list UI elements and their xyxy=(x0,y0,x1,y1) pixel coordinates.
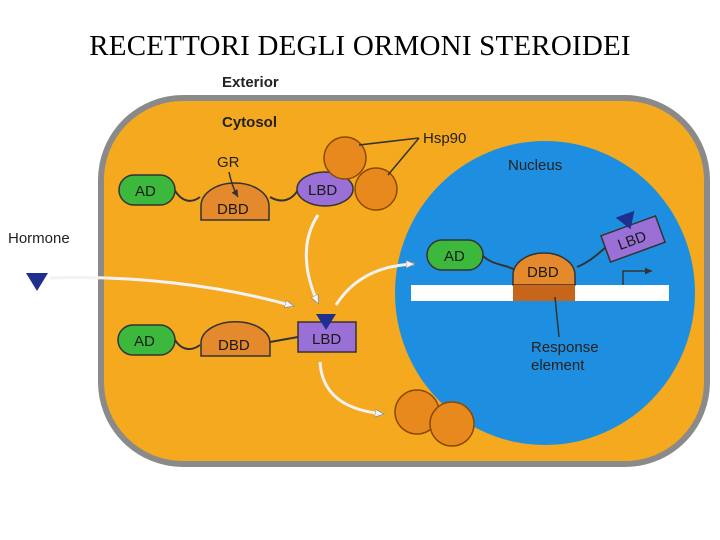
hsp90-release-to-bind-arrow xyxy=(304,214,320,303)
hsp90-pointer-upper xyxy=(358,137,420,146)
hsp90-dissociation-arrow xyxy=(318,361,383,414)
dbd-label-top: DBD xyxy=(217,201,249,218)
ad-label-nuclear: AD xyxy=(444,248,465,265)
hsp90-pointer-lower xyxy=(387,137,420,176)
gr-pointer xyxy=(228,171,239,198)
dbd-label-bound: DBD xyxy=(218,337,250,354)
ad-domain-nuclear xyxy=(426,239,484,271)
response-element-pointer xyxy=(554,296,560,338)
hormone-label: Hormone xyxy=(8,230,70,247)
transcription-arrow xyxy=(622,267,652,285)
nuclear-receptor: AD DBD LBD xyxy=(426,210,667,301)
gr-complex: AD DBD LBD xyxy=(118,136,398,221)
hsp90-circle-upper xyxy=(323,136,367,180)
dbd-domain-bound xyxy=(200,320,271,357)
response-element-label-line2: element xyxy=(531,357,585,374)
slide-title: RECETTORI DEGLI ORMONI STEROIDEI xyxy=(89,30,631,62)
receptor-to-nucleus-arrow xyxy=(334,264,414,306)
hormone-to-receptor-arrow xyxy=(49,275,293,306)
lbd-label-bound: LBD xyxy=(312,331,341,348)
hsp90-label: Hsp90 xyxy=(423,130,466,147)
response-element-highlight xyxy=(513,285,575,301)
hormone-bound-ligand xyxy=(316,314,336,330)
response-element-label-line1: Response xyxy=(531,339,599,356)
exterior-label: Exterior xyxy=(222,74,279,91)
nucleus-label: Nucleus xyxy=(508,157,562,174)
lbd-domain-top xyxy=(296,171,354,207)
dbd-domain-top xyxy=(200,182,270,221)
bound-receptor: AD DBD LBD xyxy=(117,314,357,357)
hsp90-circle-lower xyxy=(354,167,398,211)
ad-label-top: AD xyxy=(135,183,156,200)
ad-domain-bound xyxy=(117,324,176,356)
lbd-label-top: LBD xyxy=(308,182,337,199)
hormone-nuclear-ligand xyxy=(615,210,635,230)
ad-domain-top xyxy=(118,174,176,206)
released-hsp90-right xyxy=(429,401,475,447)
lbd-domain-nuclear-group: LBD xyxy=(599,210,667,264)
dbd-label-nuclear: DBD xyxy=(527,264,559,281)
dbd-domain-nuclear xyxy=(512,252,576,286)
cytosol-label: Cytosol xyxy=(222,114,277,131)
hormone-ligand xyxy=(26,273,48,291)
gr-label: GR xyxy=(217,154,240,171)
ad-label-bound: AD xyxy=(134,333,155,350)
